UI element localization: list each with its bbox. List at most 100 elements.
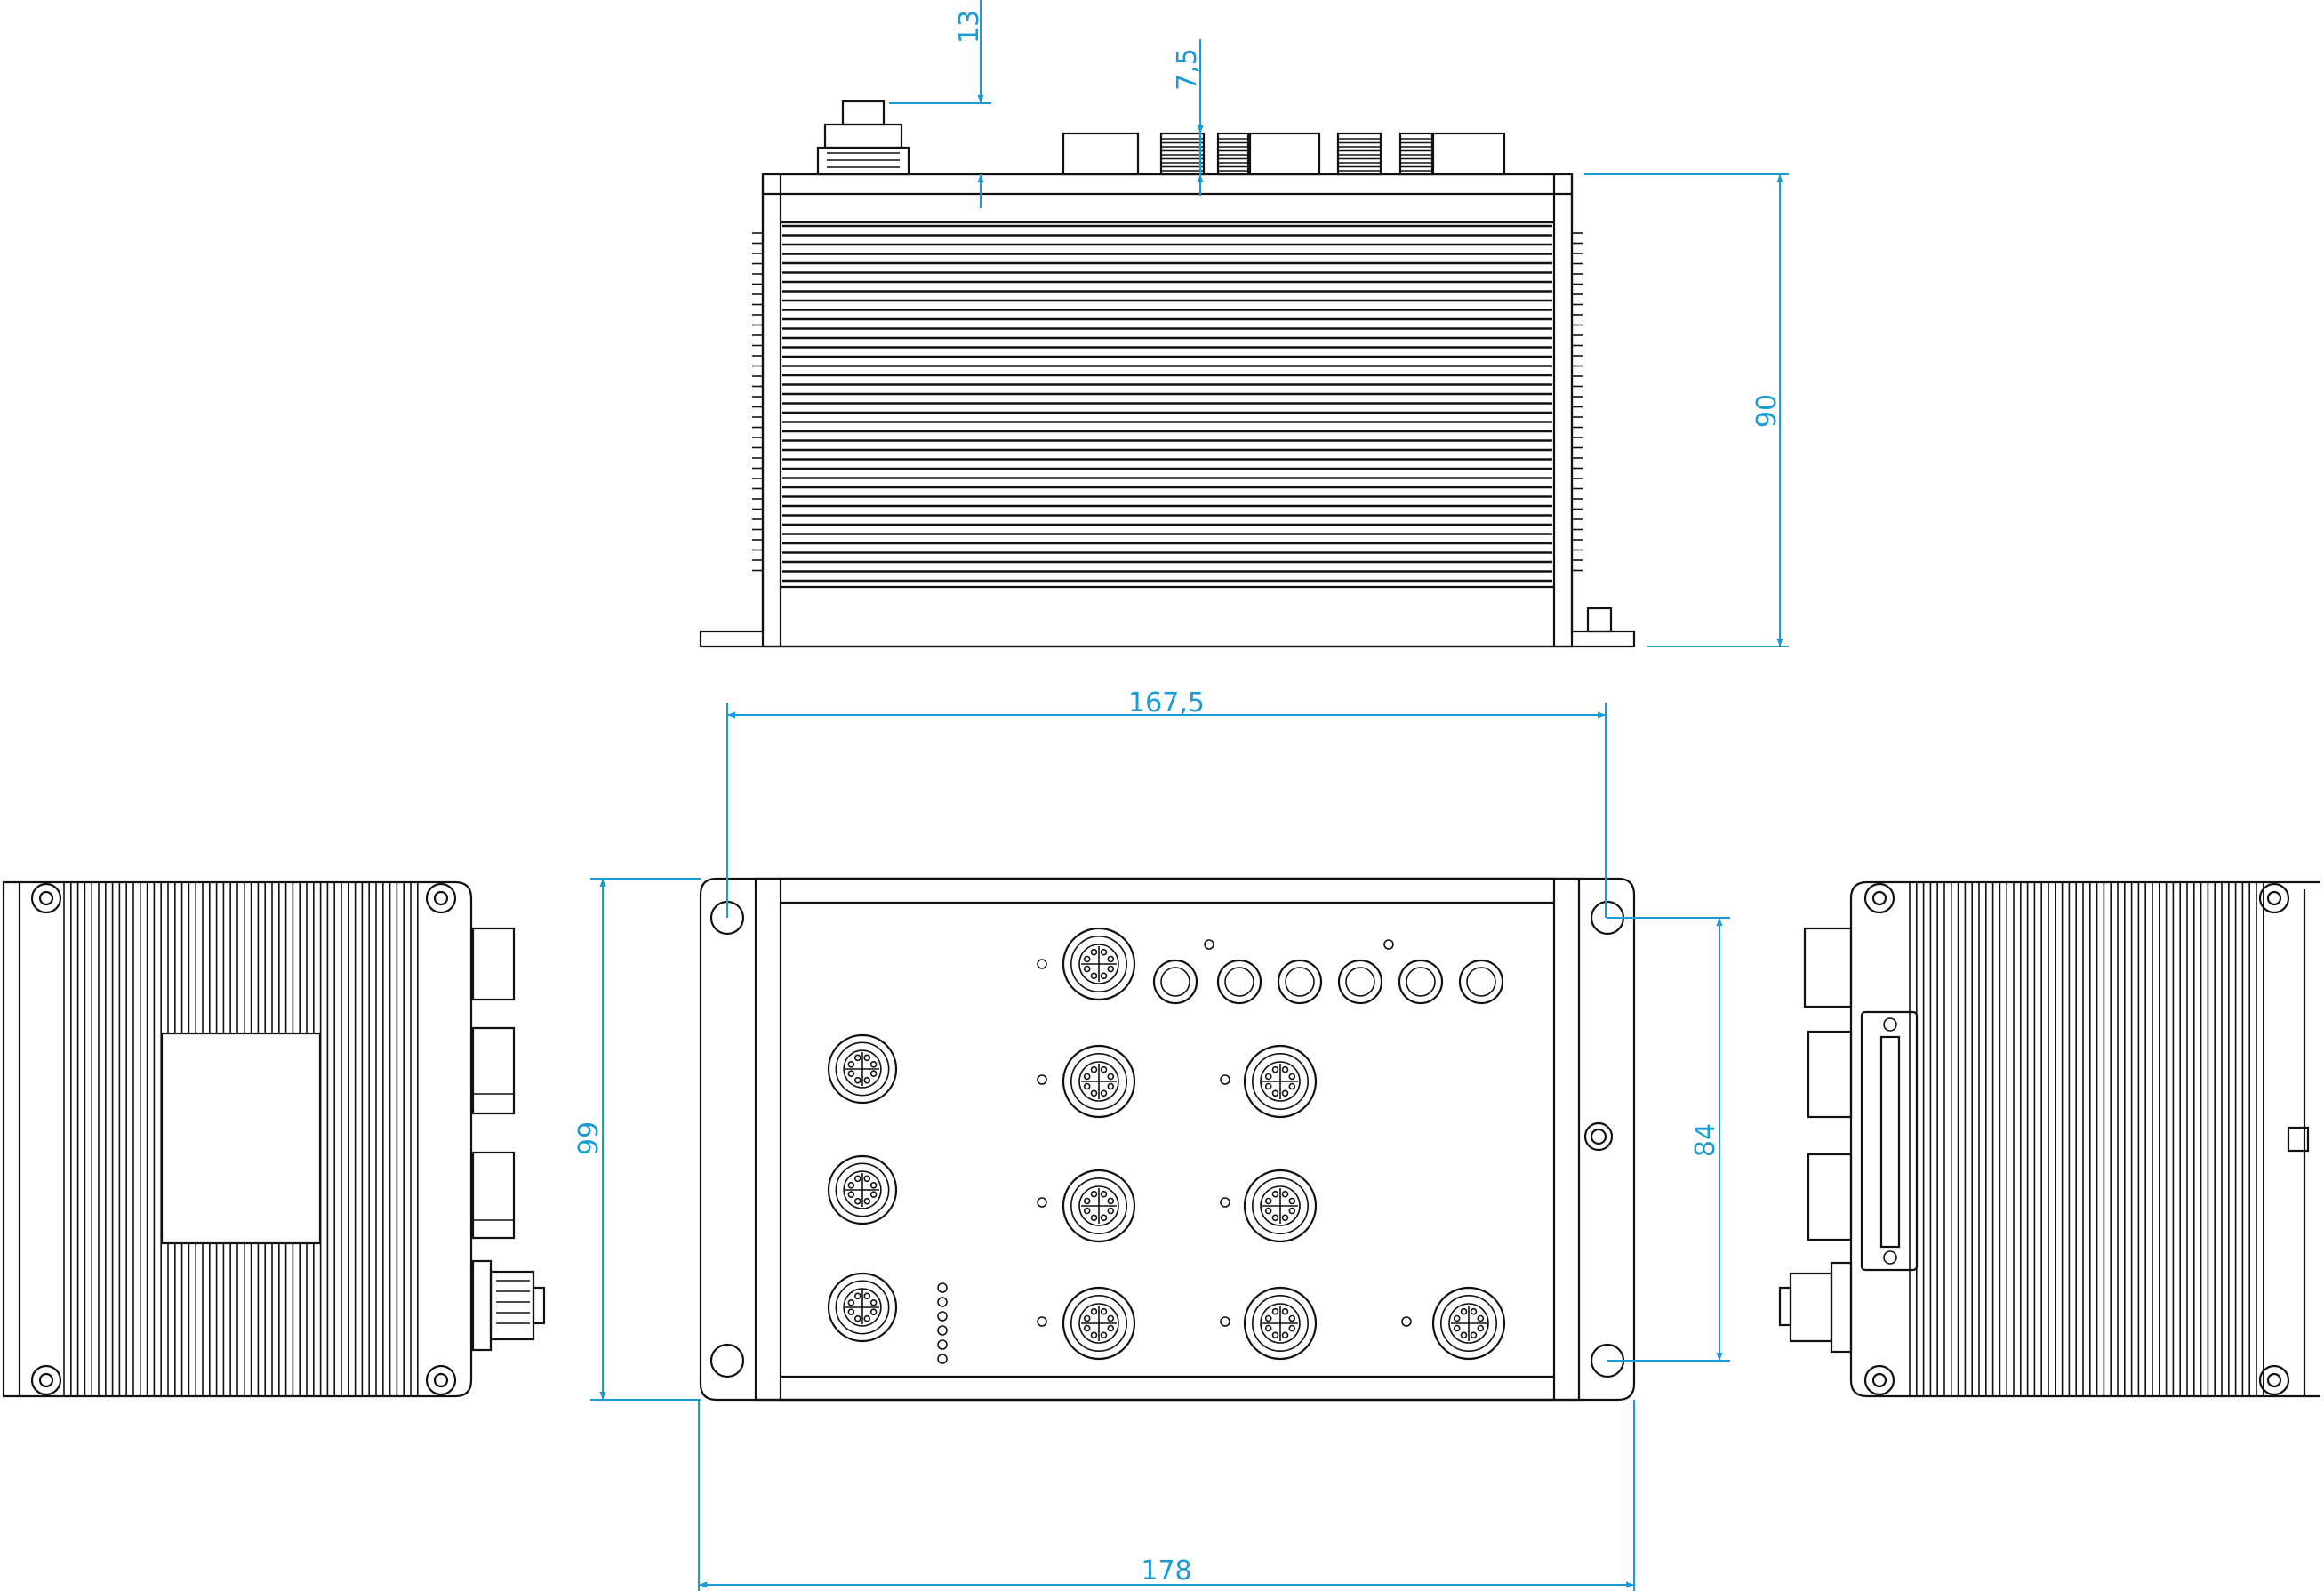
- pin: [853, 1292, 861, 1300]
- led-indicator: [937, 1339, 948, 1350]
- pin: [869, 1308, 878, 1316]
- connector-inner: [835, 1041, 890, 1097]
- pin: [863, 1314, 871, 1322]
- sma-outer: [1152, 959, 1198, 1005]
- sma-connector: [1398, 959, 1444, 1005]
- connector-face: [1260, 1061, 1301, 1102]
- pin: [1281, 1214, 1289, 1222]
- led-indicator: [1037, 1074, 1047, 1085]
- pin: [1090, 948, 1098, 956]
- pin: [1100, 1190, 1108, 1198]
- left-side-view: [2, 880, 546, 1398]
- m12-port: [1431, 1286, 1506, 1361]
- pin: [1288, 1073, 1296, 1081]
- m12-power-connector: [816, 100, 910, 176]
- led-indicator: [937, 1297, 948, 1307]
- led-indicator: [1220, 1197, 1230, 1208]
- pin: [1083, 965, 1091, 973]
- pin: [1083, 1324, 1091, 1332]
- pin: [1107, 1207, 1115, 1215]
- connector-inner: [1252, 1053, 1310, 1111]
- connector-face: [843, 1049, 882, 1089]
- pin: [1107, 1082, 1115, 1090]
- threaded-connector: [1336, 132, 1382, 176]
- pin: [1288, 1207, 1296, 1215]
- pin: [1090, 972, 1098, 980]
- sma-outer: [1277, 959, 1323, 1005]
- pin: [1460, 1331, 1468, 1339]
- m12-side-connector: [471, 1259, 546, 1352]
- connector-inner: [1070, 1177, 1128, 1235]
- dim-label-167-5: 167,5: [1128, 687, 1205, 719]
- m12-port: [1243, 1286, 1318, 1361]
- connector-face: [1448, 1303, 1489, 1344]
- threaded-connector: [1159, 132, 1206, 176]
- pin: [1264, 1073, 1272, 1081]
- m12-port: [1062, 1169, 1136, 1243]
- pin: [869, 1298, 878, 1306]
- sma-outer: [1216, 959, 1262, 1005]
- mounting-hole: [30, 1364, 62, 1396]
- led-indicator: [1037, 1316, 1047, 1327]
- dim-label-178: 178: [1141, 1555, 1191, 1587]
- led-indicator: [1037, 959, 1047, 969]
- cooling-fins-front: [782, 224, 1552, 583]
- pin: [1083, 1207, 1091, 1215]
- connector-face: [1078, 944, 1119, 984]
- pin: [863, 1076, 871, 1084]
- led-indicator: [1220, 1074, 1230, 1085]
- connector-inner: [1252, 1177, 1310, 1235]
- led-indicator: [937, 1325, 948, 1336]
- pin: [1477, 1324, 1485, 1332]
- pin: [1264, 1207, 1272, 1215]
- mounting-hole: [2258, 882, 2290, 914]
- pin: [1281, 1065, 1289, 1073]
- sma-inner: [1466, 967, 1496, 997]
- pin: [1271, 1307, 1279, 1315]
- pin: [863, 1292, 871, 1300]
- pin: [1271, 1331, 1279, 1339]
- connector-inner: [1070, 1053, 1128, 1111]
- pin: [1271, 1214, 1279, 1222]
- pin: [1288, 1314, 1296, 1322]
- pin: [863, 1054, 871, 1062]
- led-indicator: [937, 1354, 948, 1364]
- pin: [853, 1314, 861, 1322]
- dim-label-7-5: 7,5: [1172, 48, 1203, 91]
- connector-face: [1260, 1185, 1301, 1226]
- connector-inner: [835, 1280, 890, 1335]
- side-fin-ticks: [752, 232, 1583, 572]
- connector-body: [1398, 132, 1434, 176]
- sma-inner: [1160, 967, 1190, 997]
- connector-face: [1260, 1303, 1301, 1344]
- pin: [853, 1175, 861, 1183]
- pin: [869, 1181, 878, 1189]
- pin: [853, 1076, 861, 1084]
- pin: [1271, 1190, 1279, 1198]
- port-cap-2: [1248, 132, 1321, 176]
- led-indicator: [1037, 1197, 1047, 1208]
- sma-outer: [1398, 959, 1444, 1005]
- pin: [1264, 1197, 1272, 1205]
- pin: [863, 1175, 871, 1183]
- pin: [869, 1191, 878, 1199]
- mounting-hole: [1863, 882, 1895, 914]
- sma-inner: [1406, 967, 1436, 997]
- pin: [1107, 965, 1115, 973]
- cooling-fins-right: [1909, 882, 2264, 1396]
- pin: [869, 1070, 878, 1078]
- threaded-connector: [1216, 132, 1250, 176]
- dim-label-99: 99: [573, 1121, 605, 1155]
- mounting-hole: [1863, 1364, 1895, 1396]
- pin: [1470, 1307, 1478, 1315]
- connector-ring: [827, 1154, 898, 1225]
- pin: [853, 1054, 861, 1062]
- pin: [1271, 1065, 1279, 1073]
- pin: [1453, 1324, 1461, 1332]
- pin: [1107, 1197, 1115, 1205]
- m12-port: [1062, 1044, 1136, 1119]
- pin: [1090, 1190, 1098, 1198]
- connector-ring: [1431, 1286, 1506, 1361]
- sma-connector: [1337, 959, 1383, 1005]
